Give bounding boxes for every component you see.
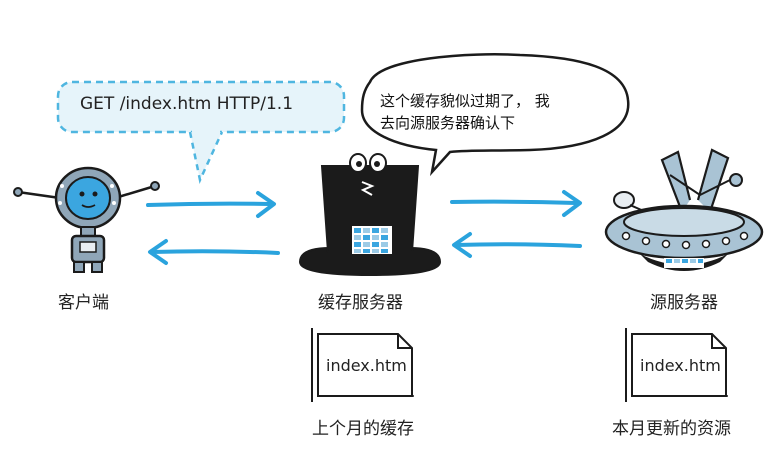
request-line-text: GET /index.htm HTTP/1.1: [80, 94, 294, 114]
client-label: 客户端: [58, 293, 109, 313]
client-robot-icon: [13, 166, 160, 273]
hat-window-grid: [352, 226, 392, 254]
request-bubble: [56, 80, 346, 184]
origin-document-icon: [625, 328, 728, 402]
arrow-cache-to-client: [148, 239, 280, 265]
arrow-client-to-cache: [146, 191, 276, 218]
speech-bubble-text: 这个缓存貌似过期了， 我 去向源服务器确认下: [380, 92, 550, 132]
cache-document-caption: 上个月的缓存: [312, 419, 414, 439]
arrow-origin-to-cache: [452, 232, 582, 258]
cache-document-icon: [311, 328, 414, 402]
origin-server-ufo-icon: [604, 148, 764, 271]
cache-server-hat-icon: [298, 153, 442, 277]
origin-server-label: 源服务器: [650, 293, 718, 313]
cache-server-label: 缓存服务器: [318, 293, 403, 313]
origin-document-filename: index.htm: [640, 356, 721, 375]
arrow-cache-to-origin: [450, 190, 582, 217]
speech-bubble: [360, 53, 630, 177]
ufo-lights: [621, 231, 749, 250]
origin-document-caption: 本月更新的资源: [612, 419, 731, 439]
cache-document-filename: index.htm: [326, 356, 407, 375]
